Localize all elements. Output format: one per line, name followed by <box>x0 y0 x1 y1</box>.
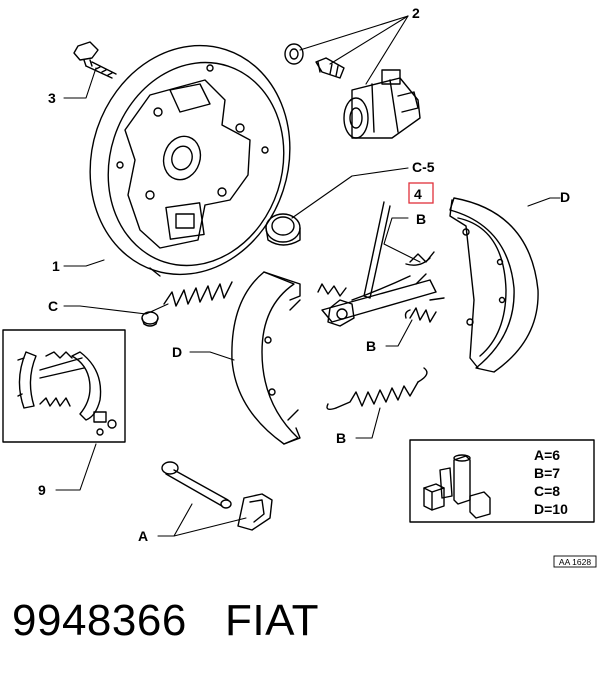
adjuster-mechanism <box>317 201 445 327</box>
reference-code-text: AA 1628 <box>559 557 591 567</box>
return-spring-long <box>326 367 428 411</box>
leader-lines <box>55 15 561 537</box>
label-c: C <box>48 298 58 314</box>
label-9: 9 <box>38 482 46 498</box>
return-spring-short <box>404 307 437 323</box>
legend-box <box>409 439 595 523</box>
label-4: 4 <box>414 186 422 202</box>
brand-name: FIAT <box>224 596 320 645</box>
brake-shoe-left <box>231 271 301 445</box>
label-2: 2 <box>412 5 420 21</box>
label-3: 3 <box>48 90 56 106</box>
legend-item-a: A=6 <box>534 447 560 463</box>
legend-boxes-icon <box>423 454 491 519</box>
seal-c5 <box>265 213 301 246</box>
label-d-right: D <box>560 189 570 205</box>
brake-shoe-right <box>449 197 539 373</box>
hold-down-pin <box>161 461 232 509</box>
part-number: 9948366 <box>12 596 187 645</box>
legend-item-d: D=10 <box>534 501 568 517</box>
wheel-cylinder <box>343 69 421 139</box>
bleeder-screw <box>315 57 345 79</box>
brake-kit-inset <box>2 329 126 443</box>
hold-down-spring <box>163 281 233 307</box>
label-b-bottom: B <box>336 430 346 446</box>
legend-item-b: B=7 <box>534 465 560 481</box>
bolt <box>73 41 117 79</box>
label-d-left: D <box>172 344 182 360</box>
dust-cap <box>284 43 304 65</box>
label-a: A <box>138 528 148 544</box>
label-b-top: B <box>416 211 426 227</box>
legend-item-c: C=8 <box>534 483 560 499</box>
label-1: 1 <box>52 258 60 274</box>
spring-clip <box>237 493 273 531</box>
backing-plate <box>89 44 291 277</box>
label-b-mid: B <box>366 338 376 354</box>
part-caption: 9948366 FIAT <box>12 596 319 646</box>
label-c5: C-5 <box>412 159 435 175</box>
reference-code: AA 1628 <box>553 555 597 568</box>
highlight-box <box>408 182 434 204</box>
